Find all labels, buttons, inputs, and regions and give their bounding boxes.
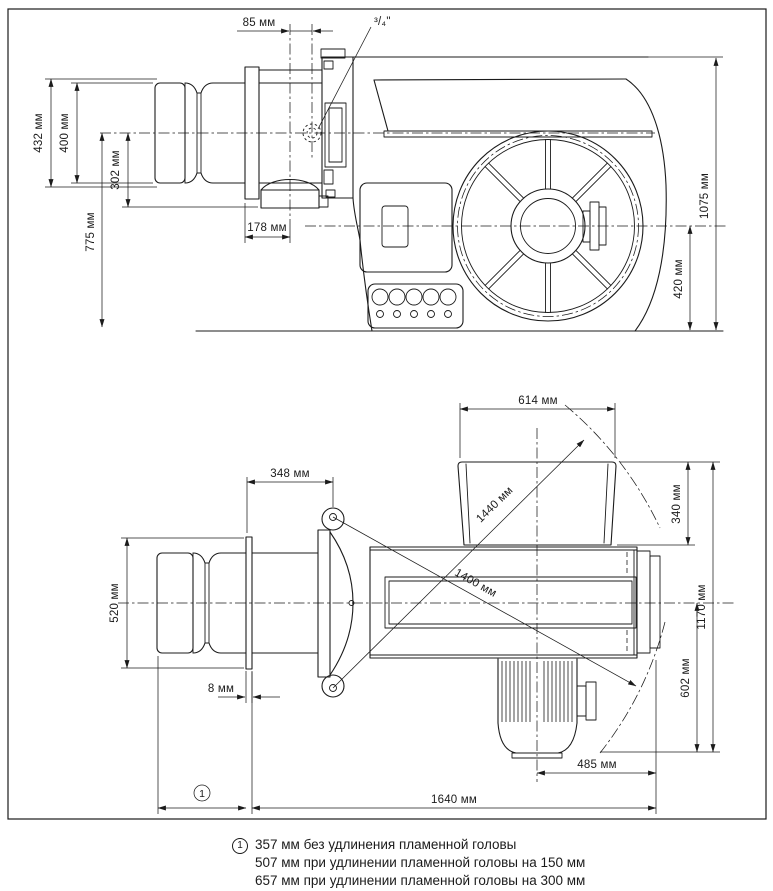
air-intake-hood [373, 78, 653, 138]
fan-inlet [452, 130, 644, 322]
front-plate [321, 56, 354, 199]
gas-valve-housing [324, 102, 347, 168]
dim-label-1440mm: 1440 мм [474, 484, 515, 525]
button-panel [367, 283, 464, 329]
plan-view: 614 мм 1440 мм 1400 мм 340 мм 1170 мм 52… [109, 395, 735, 814]
motor-hub-cap [582, 201, 607, 251]
hinge-flange [317, 507, 355, 698]
plan-view-dimensions: 614 мм 1440 мм 1400 мм 340 мм 1170 мм 52… [109, 395, 720, 814]
ref-marker-number: 1 [199, 788, 205, 800]
footnote-text-1: 357 мм без удлинения пламенной головы [255, 837, 517, 852]
hinge-pin-top [329, 513, 337, 521]
motor-fins [501, 661, 573, 722]
motor-foot [511, 752, 563, 759]
motor-end-bell [497, 722, 578, 754]
dim-label-1640mm: 1640 мм [431, 794, 477, 806]
mounting-flange-side [244, 66, 260, 200]
adapter-hump [260, 179, 320, 191]
boiler-plate [245, 536, 253, 670]
dim-label-485mm: 485 мм [577, 759, 616, 771]
swing-arcs [564, 404, 666, 754]
hinge-pin-bottom [329, 684, 337, 692]
drawing-border [7, 8, 767, 820]
dim-label-85mm: 85 мм [243, 17, 276, 29]
dim-label-1400mm: 1400 мм [452, 567, 498, 600]
dim-label-302mm: 302 мм [110, 150, 122, 189]
fan-volute-outline [625, 78, 667, 332]
footnote-ref-marker: 1 [232, 838, 248, 854]
display-window [381, 205, 409, 248]
body-slot [384, 576, 637, 629]
panel-buttons [371, 288, 457, 318]
plan-view-centerlines [118, 428, 735, 782]
dim-label-775mm: 775 мм [85, 212, 97, 251]
control-panel [359, 182, 464, 329]
dim-label-gas-thread: ³/₄" [374, 16, 391, 28]
burner-dimension-drawing: 432 мм 400 мм 302 мм 775 мм 85 мм ³/₄" [7, 8, 767, 820]
flange-disc-edge [329, 531, 354, 676]
footnote-line-1: 1 357 мм без удлинения пламенной головы [232, 836, 585, 854]
motor-grille [520, 198, 576, 254]
dim-label-1170mm: 1170 мм [696, 584, 708, 629]
swing-arc-lower [599, 621, 666, 754]
dim-label-340mm: 340 мм [671, 484, 683, 523]
swing-arc-upper [564, 404, 661, 529]
hinge-lug-top [321, 507, 345, 531]
air-intake-box [457, 461, 617, 546]
dim-label-602mm: 602 мм [680, 658, 692, 697]
terminal-box [576, 685, 587, 717]
side-plate-outer [636, 550, 651, 654]
dim-label-178mm: 178 мм [247, 222, 286, 234]
dim-label-348mm: 348 мм [270, 468, 309, 480]
side-view: 432 мм 400 мм 302 мм 775 мм 85 мм ³/₄" [33, 16, 726, 332]
gas-connection-symbol [302, 123, 322, 143]
dim-label-432mm: 432 мм [33, 113, 45, 152]
dim-label-400mm: 400 мм [59, 113, 71, 152]
footnote-line-2: 507 мм при удлинении пламенной головы на… [255, 855, 586, 870]
dim-label-1075mm: 1075 мм [699, 173, 711, 219]
footnote: 1 357 мм без удлинения пламенной головы 5… [232, 836, 585, 889]
burner-body-plan [369, 546, 661, 659]
footnote-line-3: 657 мм при удлинении пламенной головы на… [255, 872, 586, 888]
dim-label-520mm: 520 мм [109, 583, 121, 622]
flame-head-side [154, 66, 329, 209]
ref-marker-circle [193, 784, 211, 802]
side-view-centerlines [100, 24, 726, 227]
side-plate-inner [649, 555, 661, 649]
dim-label-420mm: 420 мм [673, 259, 685, 298]
motor [497, 658, 597, 759]
flame-head-plan [156, 536, 319, 670]
dim-label-8mm: 8 мм [208, 683, 234, 695]
hinge-lug-bottom [321, 674, 345, 698]
control-panel-box [359, 182, 453, 273]
side-view-dimensions: 432 мм 400 мм 302 мм 775 мм 85 мм ³/₄" [33, 16, 723, 331]
dim-label-614mm: 614 мм [518, 395, 557, 407]
burner-body-side [320, 48, 667, 332]
